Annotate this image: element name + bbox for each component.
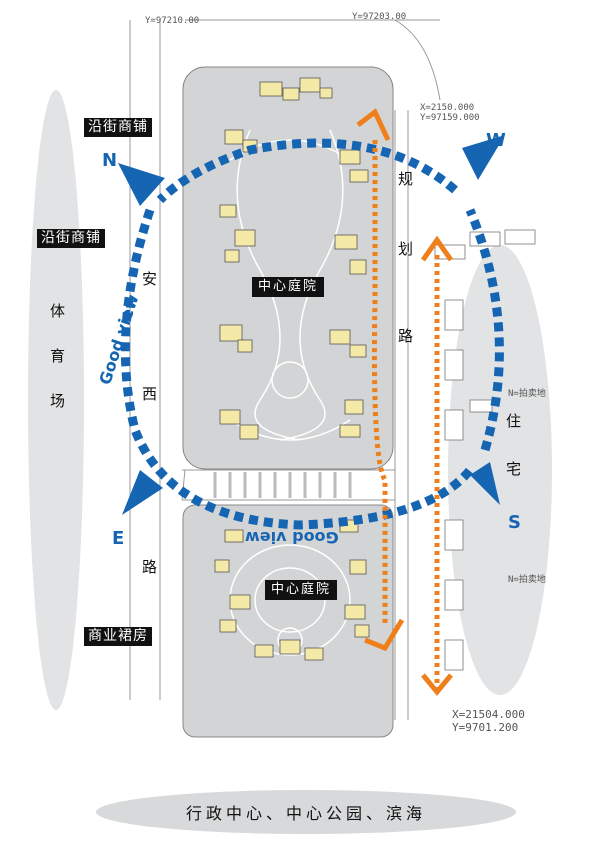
west-road-char-2: 西 bbox=[142, 385, 158, 403]
courtyard-pattern-north bbox=[229, 129, 351, 441]
west-road-char-3: 路 bbox=[142, 558, 158, 576]
blue-view-circle bbox=[120, 138, 504, 530]
blue-arrowheads bbox=[118, 135, 505, 515]
west-road-char-1: 安 bbox=[142, 270, 158, 288]
residential-ellipse bbox=[448, 245, 552, 695]
central-court-south-label: 中心庭院 bbox=[265, 580, 338, 600]
footer-text: 行政中心、中心公园、滨海 bbox=[185, 804, 426, 823]
good-view-bottom-label: Good view bbox=[245, 528, 339, 547]
compass-e: E bbox=[112, 528, 125, 549]
coord-bottom-y: Y=9701.200 bbox=[452, 721, 519, 734]
shop-street-label-1: 沿街商铺 bbox=[84, 118, 152, 137]
planned-road-char-2: 划 bbox=[398, 240, 414, 258]
buildings bbox=[214, 77, 370, 661]
coord-bottom-x: X=21504.000 bbox=[452, 708, 525, 721]
side-note-2: N=拍卖地 bbox=[508, 575, 546, 585]
residential-buildings bbox=[434, 229, 536, 671]
compass-s: S bbox=[508, 512, 521, 533]
residential-char-1: 住 bbox=[506, 412, 522, 430]
commercial-podium-label: 商业裙房 bbox=[84, 627, 152, 646]
compass-n: N bbox=[102, 150, 118, 171]
planned-road-char-3: 路 bbox=[398, 327, 414, 345]
residential-char-2: 宅 bbox=[506, 460, 522, 478]
shop-street-label-2: 沿街商铺 bbox=[37, 229, 105, 248]
stadium-char-3: 场 bbox=[50, 392, 66, 410]
footer-banner: 行政中心、中心公园、滨海 bbox=[96, 790, 516, 834]
coord-top-y: Y=97203.00 bbox=[352, 12, 407, 22]
crosswalk bbox=[213, 472, 352, 498]
coord-right-y1: Y=97159.000 bbox=[420, 113, 480, 123]
orange-dotted-arrows bbox=[371, 140, 440, 690]
coord-right-x1: X=2150.000 bbox=[420, 103, 475, 113]
orange-arrowheads bbox=[356, 108, 454, 696]
compass-w: W bbox=[486, 130, 506, 151]
planned-road-char-1: 规 bbox=[398, 170, 414, 188]
stadium-char-1: 体 bbox=[50, 302, 66, 320]
south-block bbox=[182, 504, 394, 738]
coord-top-x: Y=97210.00 bbox=[145, 16, 200, 26]
side-note-1: N=拍卖地 bbox=[508, 389, 546, 399]
central-court-north-label: 中心庭院 bbox=[252, 277, 325, 297]
stadium-char-2: 育 bbox=[50, 347, 66, 365]
